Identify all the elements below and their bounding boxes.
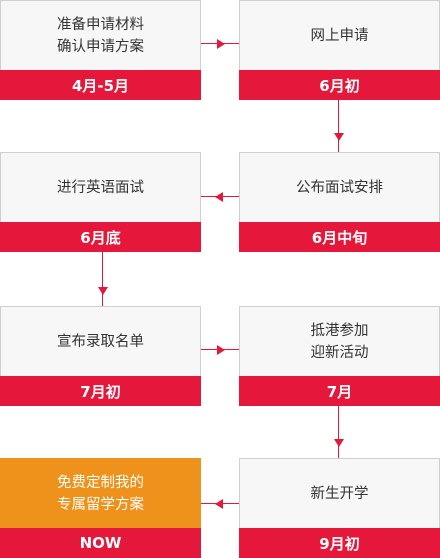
step-title-line1: 抵港参加 <box>310 322 369 339</box>
step-orientation: 抵港参加 迎新活动 7月 <box>239 306 440 406</box>
arrow-left-connector <box>201 499 239 509</box>
step-title-line2: 专属留学方案 <box>57 496 144 513</box>
step-title-line1: 进行英语面试 <box>57 179 144 196</box>
arrow-down-icon <box>98 287 108 295</box>
arrow-down-icon <box>334 439 344 447</box>
step-interview-schedule: 公布面试安排 6月中旬 <box>239 152 440 252</box>
step-box: 抵港参加 迎新活动 <box>239 306 440 376</box>
step-english-interview: 进行英语面试 6月底 <box>0 152 201 252</box>
step-title-line1: 免费定制我的 <box>57 474 144 491</box>
step-box[interactable]: 免费定制我的 专属留学方案 <box>0 458 201 528</box>
connector-line <box>338 406 339 458</box>
arrow-down-connector <box>98 252 108 306</box>
connector-line <box>102 252 103 306</box>
step-time-label: 4月-5月 <box>0 70 201 100</box>
step-box: 进行英语面试 <box>0 152 201 222</box>
step-box: 公布面试安排 <box>239 152 440 222</box>
step-box: 网上申请 <box>239 0 440 70</box>
step-title-line1: 公布面试安排 <box>296 179 383 196</box>
arrow-right-connector <box>201 39 239 49</box>
step-title-line1: 新生开学 <box>310 485 369 502</box>
step-title-line2: 迎新活动 <box>310 344 369 361</box>
arrow-left-icon <box>215 192 223 202</box>
arrow-down-connector <box>334 406 344 458</box>
arrow-left-connector <box>201 192 239 202</box>
step-box: 宣布录取名单 <box>0 306 201 376</box>
step-online-application: 网上申请 6月初 <box>239 0 440 100</box>
step-time-label: 9月初 <box>239 528 440 558</box>
step-time-label: 6月底 <box>0 222 201 252</box>
arrow-right-connector <box>201 345 239 355</box>
connector-line <box>338 100 339 152</box>
step-title-line1: 准备申请材料 <box>57 16 144 33</box>
step-title-line1: 宣布录取名单 <box>57 333 144 350</box>
step-title-line2: 确认申请方案 <box>57 38 144 55</box>
step-box: 准备申请材料 确认申请方案 <box>0 0 201 70</box>
arrow-left-icon <box>215 499 223 509</box>
step-admission-list: 宣布录取名单 7月初 <box>0 306 201 406</box>
step-prepare-materials: 准备申请材料 确认申请方案 4月-5月 <box>0 0 201 100</box>
step-time-label: NOW <box>0 528 201 558</box>
step-time-label: 7月 <box>239 376 440 406</box>
arrow-right-icon <box>217 345 225 355</box>
arrow-down-icon <box>334 133 344 141</box>
arrow-right-icon <box>217 39 225 49</box>
step-time-label: 7月初 <box>0 376 201 406</box>
step-custom-plan-cta[interactable]: 免费定制我的 专属留学方案 NOW <box>0 458 201 558</box>
arrow-down-connector <box>334 100 344 152</box>
step-school-starts: 新生开学 9月初 <box>239 458 440 558</box>
step-time-label: 6月中旬 <box>239 222 440 252</box>
step-box: 新生开学 <box>239 458 440 528</box>
step-time-label: 6月初 <box>239 70 440 100</box>
step-title-line1: 网上申请 <box>310 27 369 44</box>
